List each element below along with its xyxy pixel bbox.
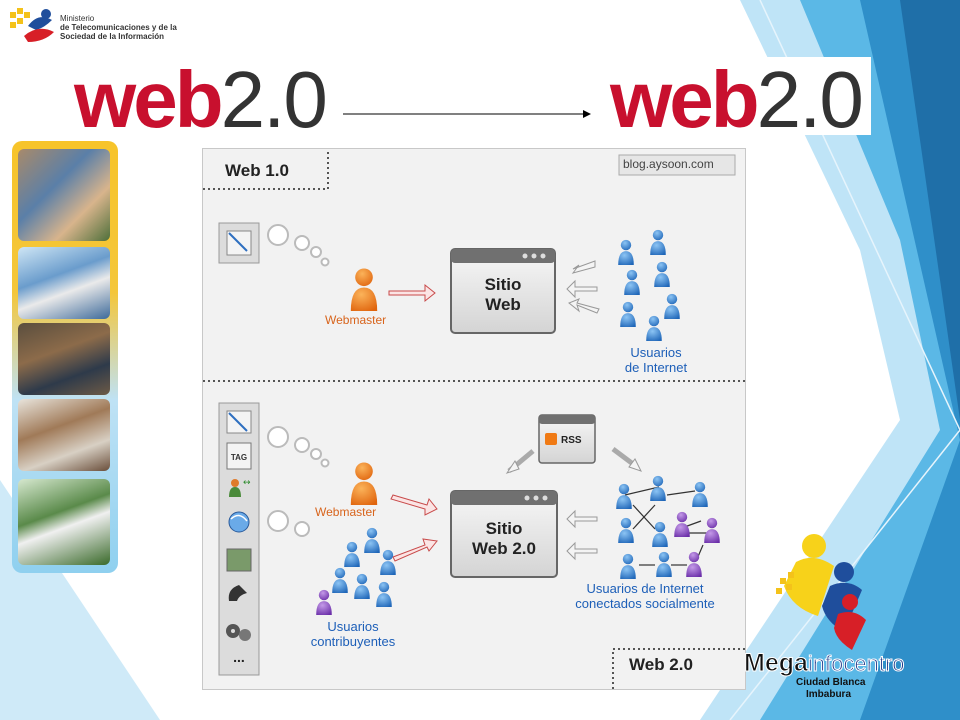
social-users-label: Usuarios de Internet conectados socialme… xyxy=(557,581,733,611)
photo-children-learning xyxy=(18,399,110,471)
ministry-line3: Sociedad de la Información xyxy=(60,32,165,41)
rss-label: RSS xyxy=(561,435,582,446)
website-window-icon xyxy=(450,490,558,578)
photo-collage-strip xyxy=(12,141,118,573)
megainfocentro-emblem-icon xyxy=(776,534,866,650)
version-number: 2.0 xyxy=(756,55,864,144)
internet-users-label: Usuarios de Internet xyxy=(611,345,701,375)
users-line2: de Internet xyxy=(624,360,688,375)
globe-icon xyxy=(228,511,250,533)
svg-text:↔: ↔ xyxy=(243,478,251,488)
web-word: web xyxy=(74,55,224,144)
people-exchange-icon: ↔ xyxy=(229,478,251,497)
web-word: web xyxy=(610,55,760,144)
contrib-line2: contribuyentes xyxy=(310,634,396,649)
site-web-label: Sitio Web xyxy=(451,275,555,315)
map-icon xyxy=(226,548,252,572)
web20-logo-right: web2.0 xyxy=(610,60,864,140)
pencil-icon xyxy=(226,230,252,256)
site-line1: Sitio xyxy=(485,519,523,538)
film-reel-icon xyxy=(226,624,251,641)
phone-icon xyxy=(228,585,247,601)
internet-users-group xyxy=(618,229,680,341)
site-web20-label: Sitio Web 2.0 xyxy=(451,519,557,559)
source-credit: blog.aysoon.com xyxy=(623,157,714,171)
more-tools-label: ... xyxy=(233,649,245,665)
webmaster-icon xyxy=(350,268,378,311)
web20-logo-left: web2.0 xyxy=(74,60,328,140)
photo-computer-users xyxy=(18,323,110,395)
ministry-emblem-icon xyxy=(10,8,54,42)
rss-feed-window xyxy=(538,414,596,464)
ministry-line2: de Telecomunicaciones y de la xyxy=(60,23,177,32)
photo-telecom-towers xyxy=(18,247,110,319)
site-line2: Web xyxy=(485,295,521,314)
ministry-logo xyxy=(8,6,198,52)
social-line1: Usuarios de Internet xyxy=(586,581,704,596)
webmaster-label: Webmaster xyxy=(315,505,377,519)
megainfocentro-logo: Megainfocentro Ciudad Blanca Imbabura xyxy=(744,650,924,701)
brand-mega: Mega xyxy=(744,649,809,677)
web20-logo-right-background xyxy=(597,57,871,135)
ministry-line1: Ministerio xyxy=(60,14,95,23)
webmaster-label: Webmaster xyxy=(325,313,387,327)
tab-web1: Web 1.0 xyxy=(225,161,289,180)
brand-city: Ciudad Blanca xyxy=(796,677,866,688)
tag-icon xyxy=(226,442,252,470)
photo-people-collage xyxy=(18,149,110,241)
brand-infocentro: infocentro xyxy=(807,651,905,677)
tab-web2: Web 2.0 xyxy=(629,655,693,674)
ministry-name: Ministerio de Telecomunicaciones y de la… xyxy=(60,14,177,41)
site-line1: Sitio xyxy=(484,275,522,294)
diagram-graphics: ↔ xyxy=(203,149,745,689)
transition-arrow xyxy=(343,110,591,118)
contributors-label: Usuarios contribuyentes xyxy=(293,619,413,649)
version-number: 2.0 xyxy=(220,55,328,144)
contrib-line1: Usuarios xyxy=(327,619,379,634)
webmaster-icon xyxy=(350,462,378,505)
contributor-users-group xyxy=(332,527,396,607)
social-connections xyxy=(624,486,709,566)
photo-ecuador-map xyxy=(18,479,110,565)
site-line2: Web 2.0 xyxy=(472,539,536,558)
rss-icon xyxy=(545,433,557,445)
brand-province: Imbabura xyxy=(806,689,852,700)
users-line1: Usuarios xyxy=(630,345,682,360)
website-window-icon xyxy=(450,248,556,334)
web1-vs-web2-diagram: ↔ xyxy=(202,148,746,690)
social-line2: conectados socialmente xyxy=(575,596,715,611)
tag-label: TAG xyxy=(230,453,248,462)
